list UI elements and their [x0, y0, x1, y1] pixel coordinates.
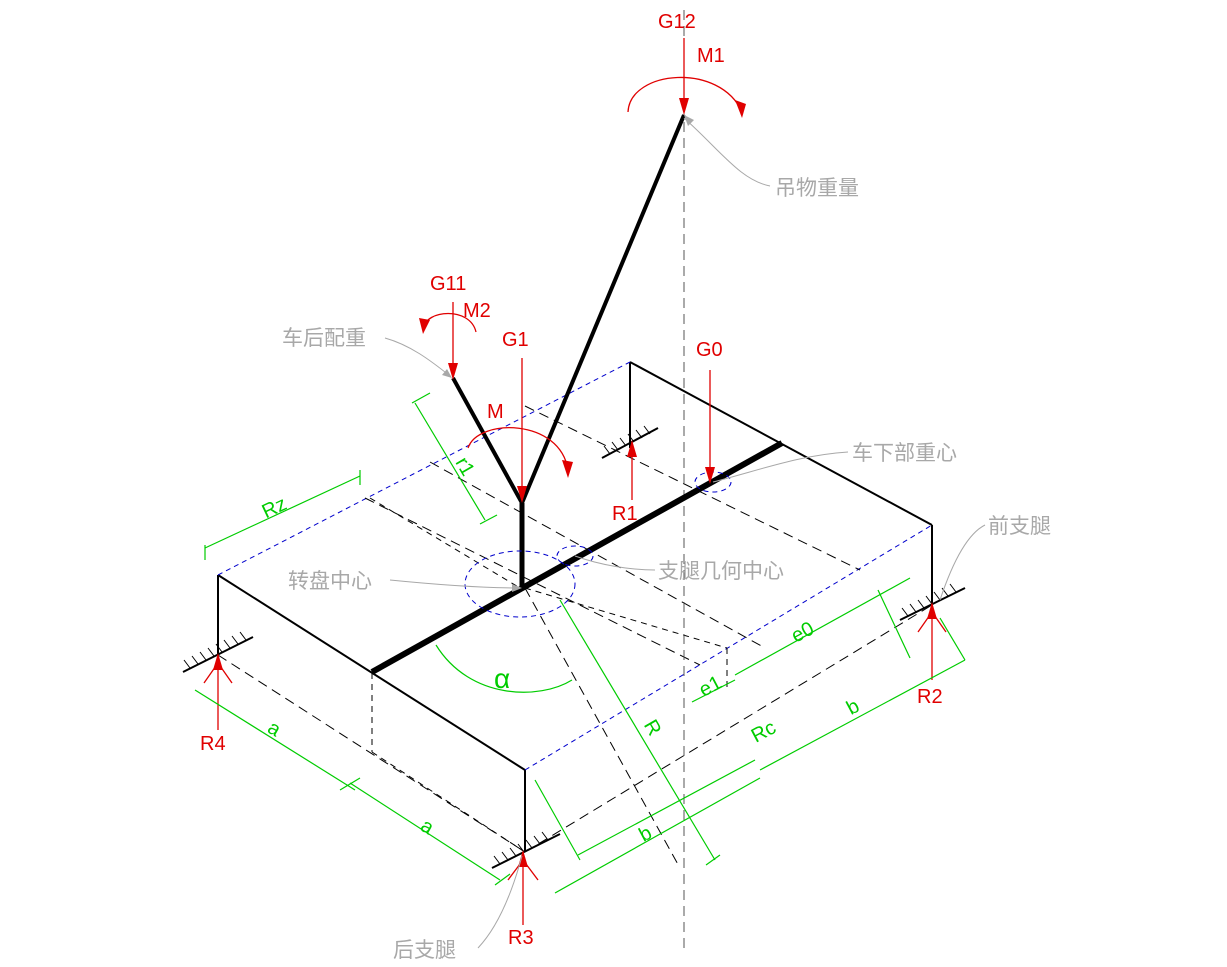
dim-a-upper: a: [264, 717, 285, 742]
callout-outrigger-center: 支腿几何中心: [658, 560, 784, 583]
label-g1: G1: [502, 329, 529, 351]
force-arrows: [203, 38, 947, 925]
callout-turntable-center: 转盘中心: [288, 570, 372, 593]
callout-front-outrigger: 前支腿: [988, 515, 1051, 538]
force-labels: G12 M1 G11 M2 G1 M G0 R1 R2 R3 R4: [200, 11, 943, 949]
dim-b-front: b: [636, 822, 656, 847]
callout-rear-counterweight: 车后配重: [282, 327, 366, 350]
label-r1: R1: [612, 503, 638, 525]
dim-alpha: α: [494, 663, 510, 694]
dim-e1: e1: [696, 672, 726, 702]
label-m: M: [487, 401, 504, 423]
label-g12: G12: [658, 11, 696, 33]
outrigger-ground-symbols: [182, 425, 966, 869]
dim-rc: Rc: [748, 717, 780, 748]
callout-labels: 吊物重量 车后配重 车下部重心 转盘中心 支腿几何中心 前支腿 后支腿: [282, 177, 1051, 962]
crane-structure: [451, 114, 686, 588]
dimension-labels: Rz r1 α R e0 e1 Rc b b a a: [259, 453, 864, 846]
chassis-centerline: [370, 440, 784, 675]
label-m1: M1: [697, 45, 725, 67]
label-r2: R2: [917, 686, 943, 708]
label-g0: G0: [696, 339, 723, 361]
chassis-box: [217, 10, 933, 950]
label-r4: R4: [200, 733, 226, 755]
dim-b-right: b: [843, 695, 863, 720]
dim-rz: Rz: [259, 493, 290, 523]
callout-load-weight: 吊物重量: [775, 177, 859, 200]
callout-rear-outrigger: 后支腿: [393, 939, 456, 962]
dimension-lines: [194, 392, 966, 894]
dim-r1: r1: [451, 453, 479, 479]
label-m2: M2: [463, 300, 491, 322]
label-g11: G11: [430, 273, 466, 295]
dim-a-lower: a: [417, 815, 438, 840]
callout-chassis-cg: 车下部重心: [852, 442, 957, 465]
dim-r: R: [639, 716, 665, 740]
label-r3: R3: [508, 927, 534, 949]
callout-leaders: [384, 115, 986, 949]
